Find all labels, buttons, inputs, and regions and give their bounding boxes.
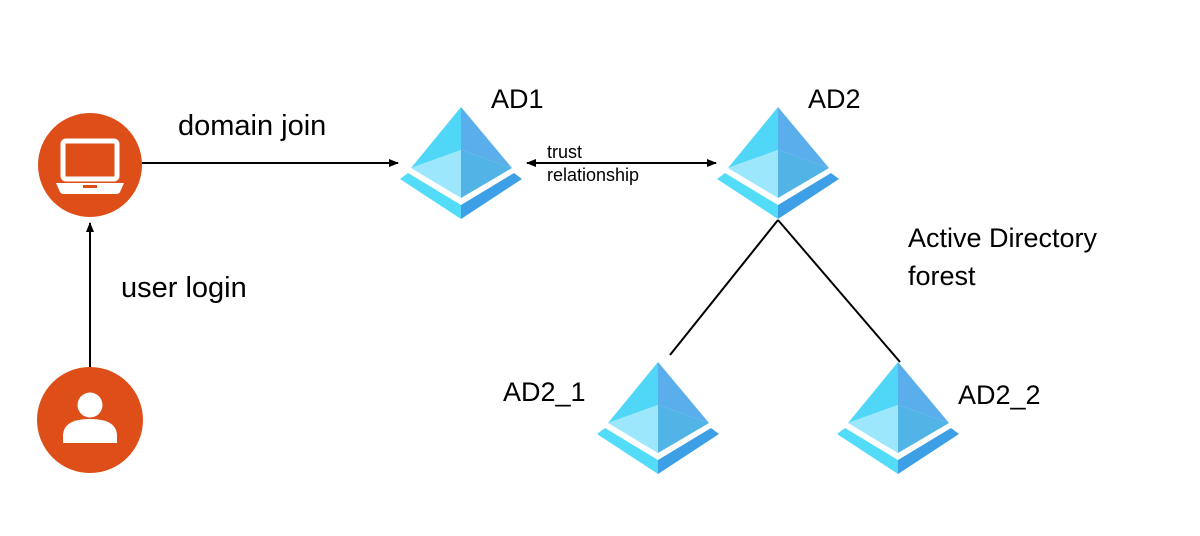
trust-label-line1: trust [547,142,583,162]
forest-tree-right-line [777,219,901,363]
user-login-label: user login [121,272,247,304]
user-icon [63,392,117,443]
ad2-1-node[interactable] [597,362,719,474]
ad2-2-node[interactable] [837,362,959,474]
forest-annotation-line1: Active Directory [908,223,1098,253]
ad2-2-label: AD2_2 [958,380,1041,410]
forest-annotation: Active Directory forest [908,220,1097,296]
ad2-label: AD2 [808,84,861,114]
active-directory-icon [400,107,522,219]
user-node[interactable] [37,367,143,473]
ad2-node[interactable] [717,107,839,219]
ad1-label: AD1 [491,84,544,114]
ad1-node[interactable] [400,107,522,219]
laptop-icon [56,138,124,194]
trust-label-line2: relationship [547,165,640,186]
active-directory-icon [597,362,719,474]
forest-tree-left-line [669,219,779,356]
trust-label: trust relationship [547,141,639,188]
domain-join-label: domain join [178,110,327,142]
ad2-1-label: AD2_1 [503,377,586,407]
forest-annotation-line2: forest [908,260,976,291]
active-directory-icon [837,362,959,474]
active-directory-icon [717,107,839,219]
laptop-node[interactable] [38,113,142,217]
